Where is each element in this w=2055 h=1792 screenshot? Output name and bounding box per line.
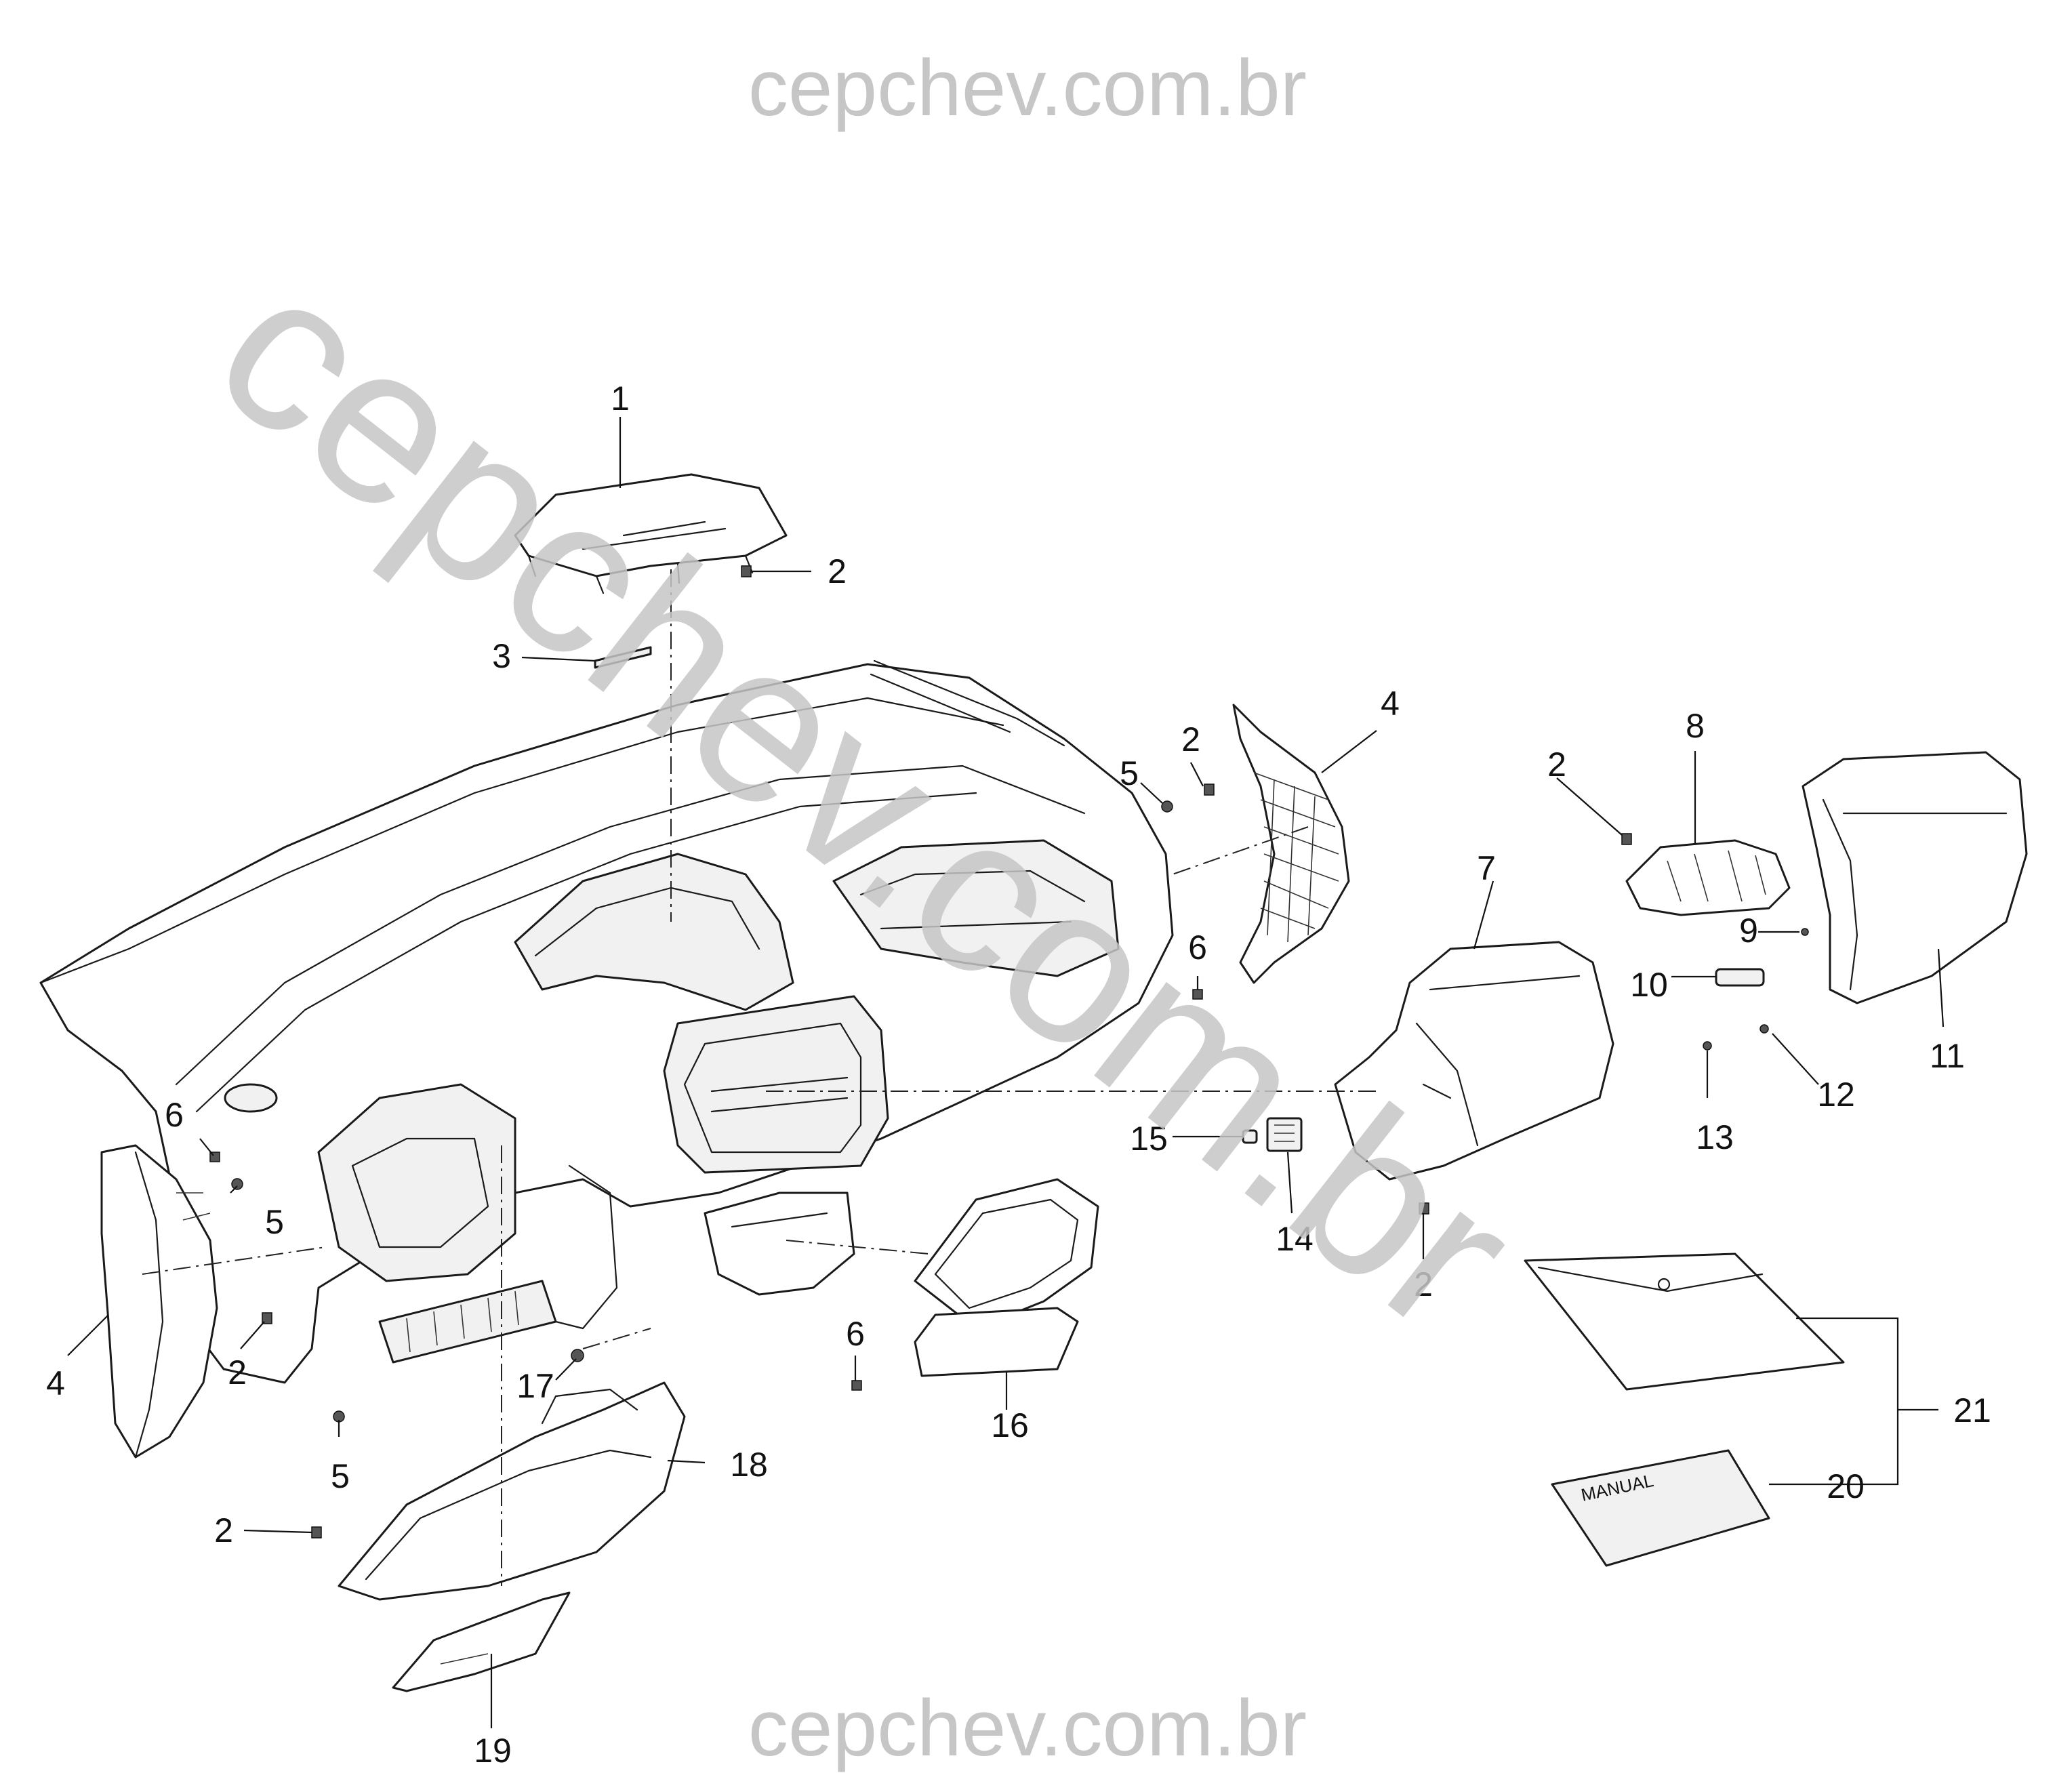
callout-6-center: 6 xyxy=(1188,929,1207,966)
callout-3: 3 xyxy=(492,637,511,675)
part-5-screw-left xyxy=(231,1178,243,1190)
part-16-bezel xyxy=(914,1178,1099,1377)
callout-17: 17 xyxy=(516,1367,554,1405)
part-14-switch xyxy=(1266,1117,1303,1152)
part-8-latch-bracket xyxy=(1625,839,1791,916)
callout-14: 14 xyxy=(1276,1220,1314,1258)
part-13-spring xyxy=(1703,1041,1712,1051)
part-5-screw-center xyxy=(1161,800,1173,813)
callout-6-left: 6 xyxy=(165,1096,184,1134)
part-6-nut-lower xyxy=(851,1380,862,1391)
part-4-end-cap-left xyxy=(100,1144,218,1459)
callout-5-lower: 5 xyxy=(331,1457,350,1495)
part-2-clip-right xyxy=(1621,833,1632,845)
part-2-clip-center xyxy=(1204,783,1215,796)
centerline-fastener xyxy=(582,1328,651,1349)
part-2-clip-bottom-left xyxy=(311,1526,322,1539)
part-9-screw xyxy=(1801,928,1809,936)
part-4-end-cap-right xyxy=(1232,704,1350,984)
centerline-right-cap xyxy=(1172,826,1309,875)
callout-13: 13 xyxy=(1696,1118,1734,1156)
callout-2-left: 2 xyxy=(228,1353,247,1391)
centerline-bezel xyxy=(786,1240,929,1255)
part-21-manual-envelope xyxy=(1524,1253,1845,1391)
callout-10: 10 xyxy=(1630,966,1668,1004)
callout-4-left: 4 xyxy=(46,1364,65,1402)
callout-20: 20 xyxy=(1827,1467,1865,1505)
part-3-strip xyxy=(594,646,652,669)
callout-2-right: 2 xyxy=(1547,746,1566,783)
callout-2-top: 2 xyxy=(828,552,847,590)
callout-12: 12 xyxy=(1817,1076,1855,1114)
instrument-panel-assembly xyxy=(39,659,1174,1384)
callout-5-left: 5 xyxy=(265,1203,284,1241)
callout-8: 8 xyxy=(1686,707,1705,745)
callout-21: 21 xyxy=(1953,1391,1991,1429)
callout-18: 18 xyxy=(730,1446,768,1484)
callout-4-right: 4 xyxy=(1381,685,1400,722)
callout-15: 15 xyxy=(1130,1120,1168,1158)
callout-2-lower-right: 2 xyxy=(1414,1265,1433,1303)
callout-9: 9 xyxy=(1739,912,1758,950)
part-18-lower-trim xyxy=(338,1381,686,1601)
callout-7: 7 xyxy=(1477,849,1496,887)
leader-lines xyxy=(67,417,1945,1728)
callout-11: 11 xyxy=(1930,1037,1965,1075)
part-2-clip-top xyxy=(741,565,752,577)
callout-16: 16 xyxy=(991,1406,1029,1444)
part-19-access-panel xyxy=(392,1591,571,1692)
watermark-top: cepchev.com.br xyxy=(748,43,1307,133)
callout-1: 1 xyxy=(611,380,630,418)
callout-5-center: 5 xyxy=(1120,754,1139,792)
part-1-cluster-top-cover xyxy=(514,473,788,594)
part-20-owners-manual: MANUAL xyxy=(1551,1449,1770,1567)
part-12-spring xyxy=(1759,1024,1769,1034)
callout-2-bottom-left: 2 xyxy=(214,1511,233,1549)
part-7-glovebox-panel xyxy=(1334,941,1614,1181)
callout-6-lower: 6 xyxy=(846,1315,865,1353)
callout-19: 19 xyxy=(474,1732,512,1770)
part-17-fastener xyxy=(571,1349,584,1362)
callout-labels: 1 2 3 4 5 2 8 2 7 6 9 10 11 12 13 6 5 15… xyxy=(46,380,1991,1770)
part-11-glovebox-door xyxy=(1802,751,2028,1004)
watermark-bottom: cepchev.com.br xyxy=(748,1684,1307,1773)
part-10-latch-handle xyxy=(1715,968,1765,987)
callout-2-center: 2 xyxy=(1181,720,1200,758)
part-2-clip-left xyxy=(262,1312,272,1324)
